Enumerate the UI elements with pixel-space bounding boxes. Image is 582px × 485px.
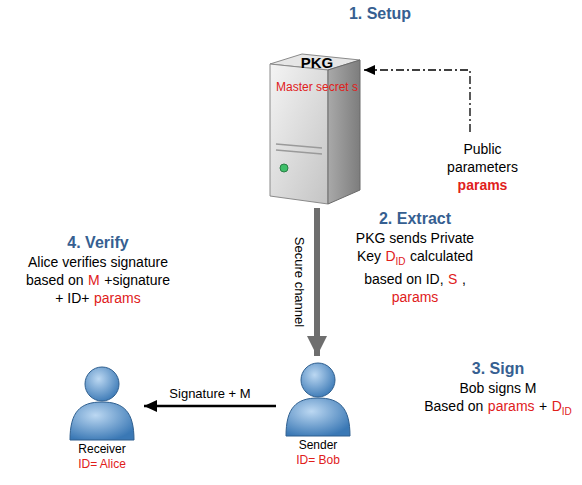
note-text: + — [539, 398, 547, 414]
step-sign: 3. SignBob signs M Based on params + DID — [418, 358, 578, 420]
node-subtitle: ID= Bob — [276, 453, 360, 468]
step-verify: 4. VerifyAlice verifies signature based o… — [8, 232, 188, 307]
node-title: Sender — [276, 438, 360, 453]
note-text: params — [94, 290, 141, 306]
public-params-note: Public parameters params — [435, 140, 530, 194]
node-subtitle: Master secret s — [260, 80, 374, 95]
person-head — [85, 367, 119, 401]
edge-label: Signature + M — [166, 386, 253, 401]
note-text: Public parameters — [447, 141, 518, 175]
note-text: calculated — [410, 248, 473, 264]
subscript: ID — [562, 406, 572, 417]
person-node: ReceiverID= Alice — [60, 360, 144, 474]
node-texts: SenderID= Bob — [276, 438, 360, 468]
note-text: params — [488, 398, 535, 414]
note-text: D — [552, 398, 562, 414]
note-text: Alice verifies signature — [28, 254, 168, 270]
person-body — [286, 398, 350, 436]
person-body — [70, 402, 134, 440]
step-extract: 2. ExtractPKG sends PrivateKey DID calcu… — [335, 208, 495, 306]
drive-slot — [276, 144, 322, 154]
node-subtitle: ID= Alice — [60, 457, 144, 472]
pkg-server: PKG Master secret s — [260, 40, 374, 208]
person-head — [301, 363, 335, 397]
note-text: , — [462, 271, 466, 287]
note-text: D — [385, 248, 395, 264]
note-text: +signature — [104, 272, 170, 288]
step-heading: 1. Setup — [349, 5, 411, 22]
edge-label: Secure channel — [292, 234, 307, 330]
person-icon — [278, 356, 358, 438]
step-heading: 2. Extract — [379, 210, 451, 227]
note-text: Bob signs M — [459, 380, 536, 396]
person-node: SenderID= Bob — [276, 356, 360, 470]
node-title: Receiver — [60, 442, 144, 457]
note-text: params — [392, 289, 439, 305]
note-text: based on — [26, 272, 84, 288]
step-heading: 3. Sign — [472, 360, 524, 377]
node-texts: PKG Master secret s — [260, 54, 374, 95]
note-text: PKG sends Private — [356, 230, 474, 246]
note-text: Based on — [424, 398, 483, 414]
step-setup: 1. Setup — [300, 3, 460, 24]
note-text: + ID+ — [55, 290, 89, 306]
note-text: M — [88, 272, 100, 288]
note-text: params — [458, 177, 508, 193]
note-text: Key — [357, 248, 381, 264]
message-arrow — [144, 405, 276, 408]
step-heading: 4. Verify — [67, 234, 128, 251]
node-texts: ReceiverID= Alice — [60, 442, 144, 472]
note-text: S — [448, 271, 457, 287]
dash-dot-arrow — [364, 70, 470, 132]
person-icon — [62, 360, 142, 442]
power-led — [280, 164, 288, 172]
secure-channel-arrow — [314, 208, 320, 356]
node-title: PKG — [260, 54, 374, 72]
subscript: ID — [396, 256, 406, 267]
note-text: based on ID, — [364, 271, 443, 287]
